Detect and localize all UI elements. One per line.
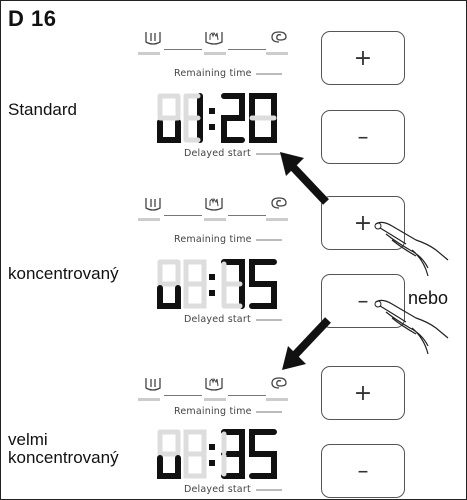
delayed-start-label: Delayed start: [184, 314, 251, 325]
mode-label-concentrated: koncentrovaný: [8, 264, 119, 283]
time-display-very-concentrated: [157, 429, 277, 479]
prewash-icon: [145, 32, 161, 45]
icon-row: [138, 376, 308, 402]
spiral-icon: [271, 31, 287, 43]
delayed-start-label: Delayed start: [184, 484, 251, 495]
hand-pressing-minus-icon: [374, 299, 449, 355]
wash-icon: [205, 197, 223, 211]
mode-label-very-concentrated-line1: velmi: [8, 430, 48, 449]
spiral-icon: [271, 197, 287, 209]
time-display-standard: [157, 93, 277, 143]
delayed-start-label: Delayed start: [184, 148, 251, 159]
wash-icon: [205, 377, 223, 391]
hand-pressing-plus-icon: [374, 221, 449, 277]
remaining-time-label: Remaining time: [174, 406, 252, 417]
remaining-time-label: Remaining time: [174, 68, 252, 79]
time-display-concentrated: [157, 259, 277, 309]
minus-button[interactable]: –: [321, 444, 405, 498]
arrow-up-left-icon: [280, 152, 329, 205]
minus-button[interactable]: –: [321, 110, 405, 164]
prewash-icon: [145, 198, 161, 211]
wash-icon: [205, 31, 223, 45]
plus-button[interactable]: +: [321, 31, 405, 85]
mode-label-very-concentrated-line2: koncentrovaný: [8, 448, 119, 467]
spiral-icon: [271, 377, 287, 389]
arrow-down-left-icon: [282, 317, 331, 370]
minus-button[interactable]: –: [321, 274, 405, 328]
page-title: D 16: [8, 6, 57, 31]
prewash-icon: [145, 378, 161, 391]
remaining-time-label: Remaining time: [174, 234, 252, 245]
plus-button[interactable]: +: [321, 196, 405, 250]
icon-row: [138, 196, 308, 222]
mode-label-standard: Standard: [8, 100, 77, 119]
plus-button[interactable]: +: [321, 366, 405, 420]
or-label: nebo: [408, 288, 449, 308]
icon-row: [138, 30, 308, 56]
